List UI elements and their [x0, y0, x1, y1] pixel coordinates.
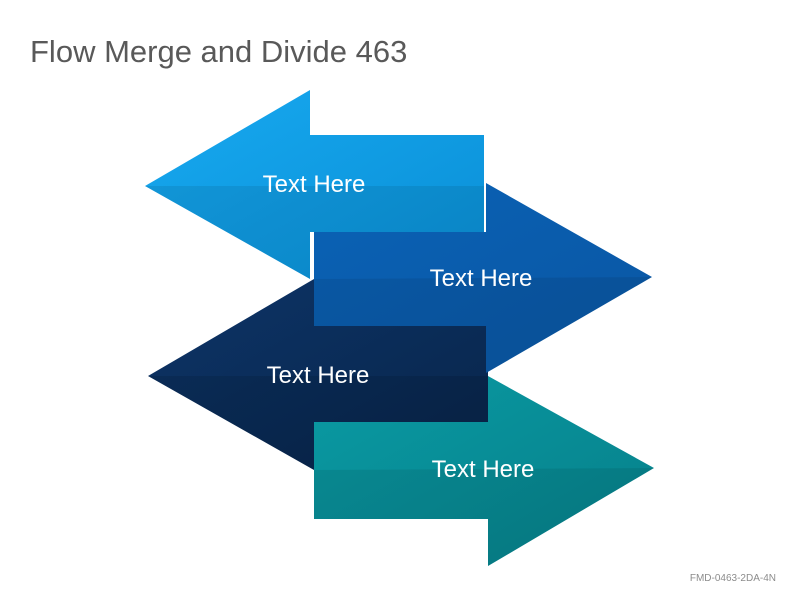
flow-arrow-4: Text Here [314, 376, 654, 566]
arrow-label: Text Here [263, 171, 366, 198]
arrow-label: Text Here [267, 362, 370, 389]
flow-arrow-1: Text Here [145, 90, 484, 279]
page-title: Flow Merge and Divide 463 [30, 34, 408, 69]
arrow-shape [314, 183, 652, 373]
arrow-shape [314, 376, 654, 566]
arrow-shape [145, 90, 484, 279]
arrow-shape [148, 279, 488, 470]
arrow-label: Text Here [430, 265, 533, 292]
arrow-label: Text Here [432, 456, 535, 483]
footer-code: FMD-0463-2DA-4N [689, 573, 776, 584]
flow-arrow-2: Text Here [314, 183, 652, 373]
flow-arrow-3: Text Here [148, 279, 488, 470]
